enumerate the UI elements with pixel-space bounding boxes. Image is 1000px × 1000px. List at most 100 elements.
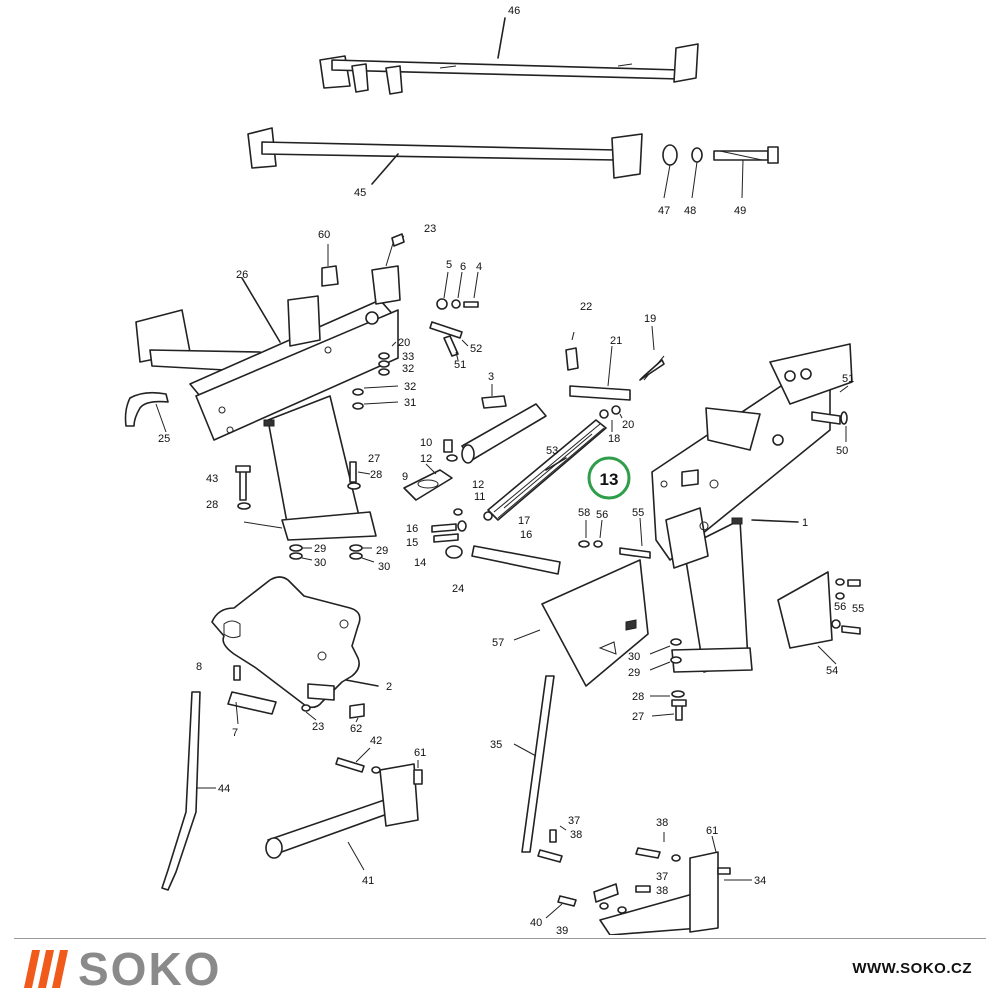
part-47-48-49-bolt-set: [662, 144, 779, 199]
part-45-cross-bar: [247, 127, 643, 185]
callout-45: 45: [354, 187, 366, 199]
callout-34: 34: [754, 875, 766, 887]
callout-3: 3: [488, 371, 494, 383]
callout-56: 56: [596, 509, 608, 521]
callout-32: 32: [404, 381, 416, 393]
callout-42: 42: [370, 735, 382, 747]
highlight-label: 13: [600, 470, 619, 489]
callout-19: 19: [644, 313, 656, 325]
callout-11: 11: [474, 491, 485, 503]
callout-27: 27: [632, 711, 644, 723]
part-2-lever-bracket: [211, 576, 379, 725]
part-41-lower-arm: [265, 747, 423, 871]
part-54-guard-plate: [777, 571, 861, 665]
callout-29: 29: [376, 545, 388, 557]
callout-55: 55: [852, 603, 864, 615]
callout-23: 23: [424, 223, 436, 235]
callout-56: 56: [834, 601, 846, 613]
callout-29: 29: [314, 543, 326, 555]
callout-17: 17: [518, 515, 530, 527]
callout-28: 28: [206, 499, 218, 511]
callout-29: 29: [628, 667, 640, 679]
callout-38: 38: [656, 817, 668, 829]
callout-4: 4: [476, 261, 482, 273]
callout-51: 51: [454, 359, 466, 371]
callout-50: 50: [836, 445, 848, 457]
callout-54: 54: [826, 665, 838, 677]
callout-62: 62: [350, 723, 362, 735]
callout-21: 21: [610, 335, 622, 347]
callout-18: 18: [608, 433, 620, 445]
callout-38: 38: [570, 829, 582, 841]
part-44-rod: [161, 691, 216, 891]
callout-12: 12: [472, 479, 484, 491]
callout-53: 53: [546, 445, 558, 457]
callout-28: 28: [370, 469, 382, 481]
callout-44: 44: [218, 783, 230, 795]
callout-20: 20: [622, 419, 634, 431]
callout-15: 15: [406, 537, 418, 549]
left-frame-lower-hardware: [235, 461, 375, 563]
logo-text: SOKO: [78, 943, 222, 995]
callout-9: 9: [402, 471, 408, 483]
website-link[interactable]: WWW.SOKO.CZ: [852, 960, 972, 977]
pins-37-38: [537, 825, 665, 863]
callout-58: 58: [578, 507, 590, 519]
callout-5: 5: [446, 259, 452, 271]
callout-35: 35: [490, 739, 502, 751]
callout-52: 52: [470, 343, 482, 355]
callout-30: 30: [314, 557, 326, 569]
callout-39: 39: [556, 925, 568, 935]
callout-10: 10: [420, 437, 432, 449]
logo-bar: [37, 950, 55, 988]
callout-51: 51: [842, 373, 854, 385]
callout-8: 8: [196, 661, 202, 673]
callout-16: 16: [406, 523, 418, 535]
callout-31: 31: [404, 397, 416, 409]
callout-26: 26: [236, 269, 248, 281]
logo-bars: [23, 950, 69, 988]
part-35-vertical-rod: [513, 675, 555, 853]
callout-27: 27: [368, 453, 380, 465]
callout-labels: 46 45 47 48 49 60 23 26 5 6 4 52 51 20 3…: [158, 5, 864, 935]
part-34-bottom-bracket: [545, 835, 752, 935]
callout-24: 24: [452, 583, 464, 595]
callout-60: 60: [318, 229, 330, 241]
callout-22: 22: [580, 301, 592, 313]
logo-bar: [23, 950, 41, 988]
part-1-right-frame: [651, 343, 853, 673]
callout-2: 2: [386, 681, 392, 693]
callout-30: 30: [378, 561, 390, 573]
callout-32: 32: [402, 363, 414, 375]
callout-23: 23: [312, 721, 324, 733]
callout-14: 14: [414, 557, 426, 569]
logo-bar: [51, 950, 69, 988]
center-hardware-55-56-58: [578, 517, 651, 559]
callout-46: 46: [508, 5, 520, 17]
callout-28: 28: [632, 691, 644, 703]
highlight-callout-13[interactable]: 13: [587, 456, 631, 500]
callout-20: 20: [398, 337, 410, 349]
callout-40: 40: [530, 917, 542, 929]
callout-61: 61: [414, 747, 426, 759]
callout-48: 48: [684, 205, 696, 217]
callout-57: 57: [492, 637, 504, 649]
part-26-left-frame: [124, 265, 401, 541]
parts-diagram: 46 45 47 48 49 60 23 26 5 6 4 52 51 20 3…: [124, 5, 864, 935]
callout-37: 37: [656, 871, 668, 883]
part-46-cross-bar: [319, 17, 699, 95]
callout-38: 38: [656, 885, 668, 897]
left-frame-hardware: [155, 233, 479, 433]
callout-47: 47: [658, 205, 670, 217]
right-foot-hardware: [649, 638, 687, 721]
callout-7: 7: [232, 727, 238, 739]
callout-43: 43: [206, 473, 218, 485]
part-21-rod-bracket: [565, 325, 665, 432]
callout-30: 30: [628, 651, 640, 663]
highlight-ring: [587, 456, 631, 500]
callout-1: 1: [802, 517, 808, 529]
callout-6: 6: [460, 261, 466, 273]
callout-16: 16: [520, 529, 532, 541]
footer-divider: [14, 938, 986, 939]
callout-61: 61: [706, 825, 718, 837]
